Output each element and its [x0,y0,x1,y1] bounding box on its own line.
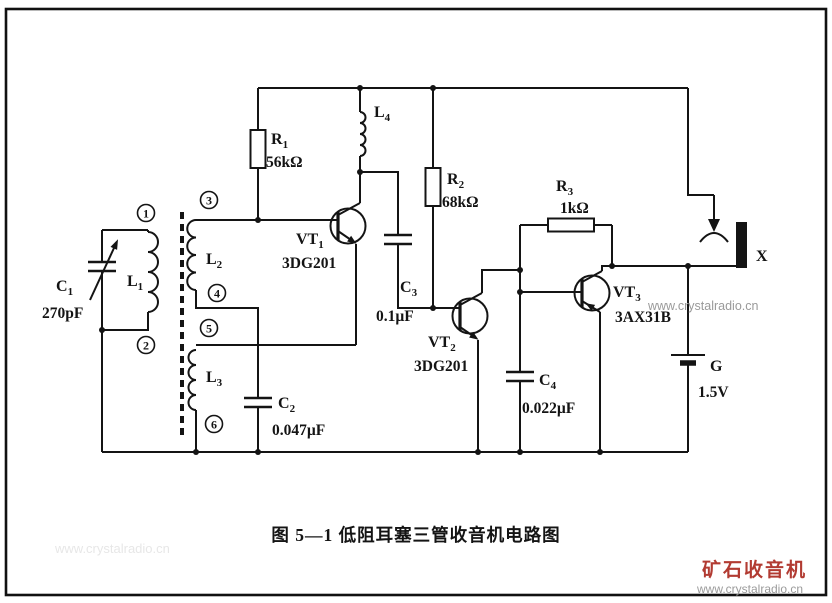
capacitor-c3 [384,233,412,246]
watermark-brand: 矿石收音机 [702,558,807,581]
label-c3: C3 [400,279,418,299]
page-border [4,7,828,597]
variable-capacitor-c1 [88,239,118,301]
terminal-1: 1 [143,207,149,221]
coil-l1 [147,231,159,313]
watermark-faint: www.crystalradio.cn [54,541,170,556]
battery-g [671,354,705,366]
coil-l2 [186,219,197,291]
winding-terminals: 1 2 3 4 5 6 [136,190,227,434]
terminal-3: 3 [206,194,212,208]
junction-dots [99,85,691,455]
terminal-5: 5 [206,322,212,336]
label-x: X [756,248,768,265]
label-r3: R3 [556,178,574,198]
label-l2: L2 [206,251,223,271]
coil-l4 [359,111,367,157]
value-c2: 0.047µF [272,422,325,439]
label-l1: L1 [127,273,143,293]
label-l4: L4 [374,104,391,124]
watermark-site: www.crystalradio.cn [647,299,758,313]
resistor-r2 [424,167,442,207]
label-r2: R2 [447,171,465,191]
capacitor-c2 [244,396,272,409]
earphone-jack-x [699,219,747,268]
label-c4: C4 [539,372,557,392]
plug-insert-arrow-icon [708,219,720,232]
value-r2: 68kΩ [442,194,479,211]
transistor-vt1 [329,202,367,245]
wire [101,87,742,453]
component-labels: C1 270pF L1 L2 L3 L4 R1 56kΩ R2 68kΩ R3 … [42,104,768,439]
terminal-2: 2 [143,339,149,353]
label-r1: R1 [271,131,288,151]
value-r3: 1kΩ [560,200,589,217]
value-g: 1.5V [698,384,729,401]
value-r1: 56kΩ [266,154,303,171]
resistor-r1 [249,129,267,169]
capacitor-c4 [506,370,534,383]
value-vt1: 3DG201 [282,255,336,272]
value-vt3: 3AX31B [615,309,671,326]
label-l3: L3 [206,369,223,389]
value-c4: 0.022µF [522,400,575,417]
jack-contact-hook [699,232,729,243]
label-g: G [710,358,723,375]
value-c1: 270pF [42,305,83,322]
transistor-vt2 [451,292,489,340]
coil-l3 [187,349,197,411]
figure-caption: 图 5—1 低阻耳塞三管收音机电路图 [271,525,560,545]
label-vt2: VT2 [428,334,456,354]
terminal-6: 6 [211,418,217,432]
earphone-plug [736,222,747,268]
value-vt2: 3DG201 [414,358,468,375]
transistor-vt3 [573,270,611,313]
terminal-4: 4 [214,287,220,301]
watermark-url: www.crystalradio.cn [696,582,803,596]
label-vt3: VT3 [613,284,641,304]
label-vt1: VT1 [296,231,324,251]
value-c3: 0.1µF [376,308,414,325]
label-c1: C1 [56,278,73,298]
label-c2: C2 [278,395,296,415]
resistor-r3 [547,217,595,233]
